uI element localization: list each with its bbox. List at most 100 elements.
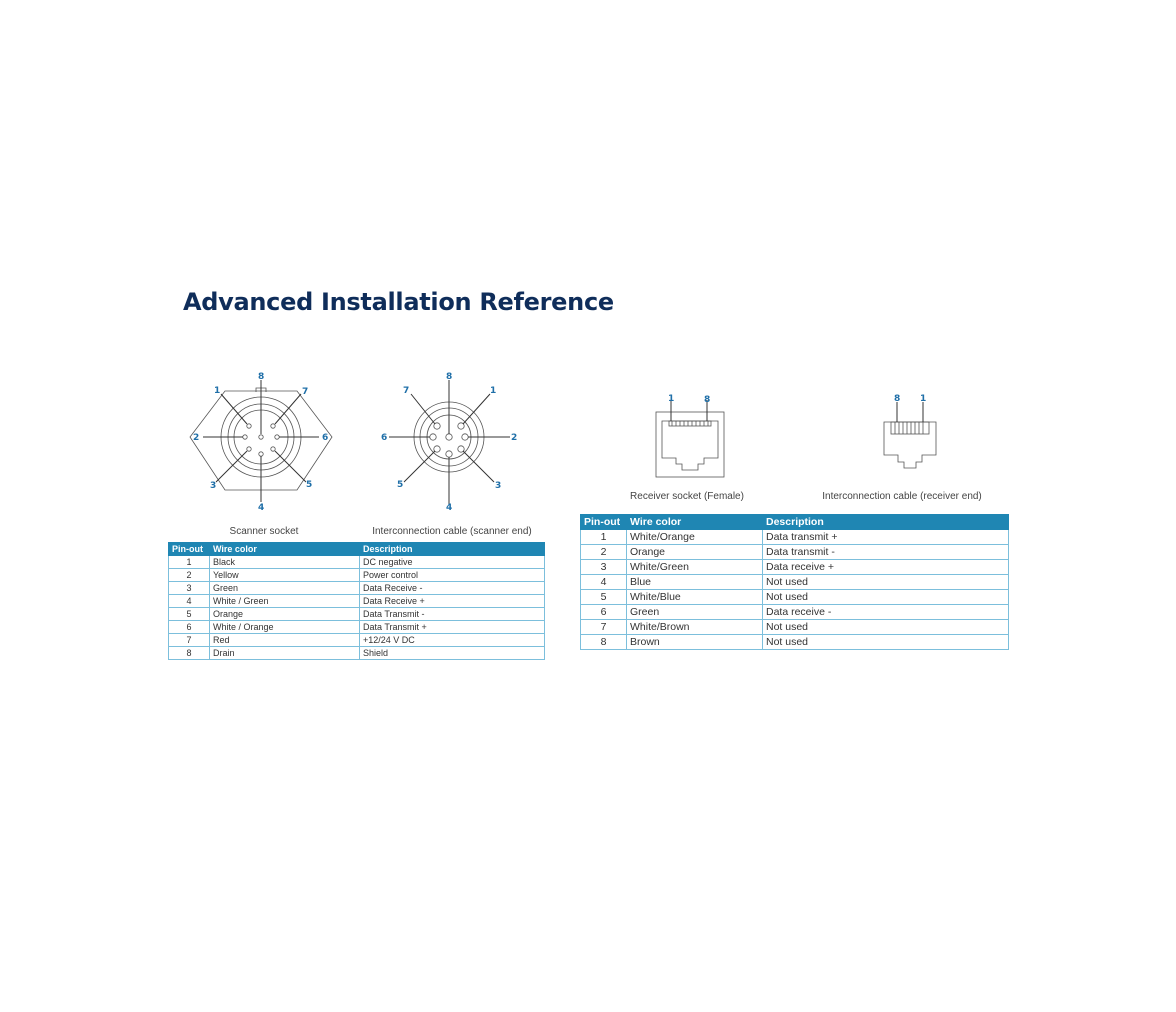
scanner-cable-pin-labels: 8 1 7 2 6 3 5 4 xyxy=(381,372,517,513)
pin-label: 1 xyxy=(920,394,926,404)
scanner-cable-caption: Interconnection cable (scanner end) xyxy=(372,526,532,537)
wire-color-cell: Orange xyxy=(626,544,763,560)
pin-cell: 2 xyxy=(168,568,210,582)
wire-color-cell: White/Orange xyxy=(626,529,763,545)
header-pinout: Pin-out xyxy=(580,514,627,530)
pin-label: 4 xyxy=(258,503,264,513)
receiver-cable-pin-labels: 8 1 xyxy=(894,394,926,404)
hex-outline xyxy=(189,390,333,491)
pin-cell: 1 xyxy=(168,555,210,569)
description-cell: Data Receive + xyxy=(359,594,545,608)
scanner-socket-caption: Scanner socket xyxy=(229,526,299,537)
pin-cell: 3 xyxy=(580,559,627,575)
pin-label: 1 xyxy=(214,386,220,396)
header-description: Description xyxy=(762,514,1009,530)
wire-color-cell: Green xyxy=(626,604,763,620)
pin-label: 1 xyxy=(490,386,496,396)
description-cell: Not used xyxy=(762,574,1009,590)
pin-cell: 3 xyxy=(168,581,210,595)
description-cell: Data transmit + xyxy=(762,529,1009,545)
plug-body xyxy=(883,421,937,469)
description-cell: Data Transmit + xyxy=(359,620,545,634)
scanner-socket-diagram: 8 1 7 2 6 3 5 4 xyxy=(188,370,333,515)
table-header-row: Pin-out Wire color Description xyxy=(168,542,545,556)
description-cell: Not used xyxy=(762,634,1009,650)
receiver-socket-pin-labels: 1 8 xyxy=(668,394,710,405)
header-pinout: Pin-out xyxy=(168,542,210,556)
table-header-row: Pin-out Wire color Description xyxy=(580,514,1009,530)
pin-label: 1 xyxy=(668,394,674,404)
pin-label: 6 xyxy=(381,433,387,443)
pin-label: 8 xyxy=(894,394,900,404)
pin-label: 7 xyxy=(403,386,409,396)
pin-cell: 2 xyxy=(580,544,627,560)
description-cell: Shield xyxy=(359,646,545,660)
pin-cell: 5 xyxy=(168,607,210,621)
receiver-socket-diagram: 1 8 xyxy=(652,388,732,483)
socket-cavity xyxy=(661,420,719,471)
description-cell: Not used xyxy=(762,589,1009,605)
pin-cell: 6 xyxy=(580,604,627,620)
scanner-cable-diagram: 8 1 7 2 6 3 5 4 xyxy=(376,370,521,515)
pin-label: 6 xyxy=(322,433,328,443)
description-cell: DC negative xyxy=(359,555,545,569)
wire-color-cell: Black xyxy=(209,555,360,569)
wire-color-cell: Brown xyxy=(626,634,763,650)
pin-label: 5 xyxy=(306,480,312,490)
pin-cell: 8 xyxy=(580,634,627,650)
description-cell: Data transmit - xyxy=(762,544,1009,560)
receiver-cable-caption: Interconnection cable (receiver end) xyxy=(822,491,982,502)
wire-color-cell: Blue xyxy=(626,574,763,590)
pin-label: 5 xyxy=(397,480,403,490)
wire-color-cell: White / Green xyxy=(209,594,360,608)
pin-label: 7 xyxy=(302,387,308,397)
pin-cell: 6 xyxy=(168,620,210,634)
pin-label: 4 xyxy=(446,503,452,513)
pin-cell: 1 xyxy=(580,529,627,545)
wire-color-cell: White / Orange xyxy=(209,620,360,634)
pin-cell: 7 xyxy=(168,633,210,647)
description-cell: Power control xyxy=(359,568,545,582)
pin-label: 8 xyxy=(446,372,452,382)
wire-color-cell: White/Green xyxy=(626,559,763,575)
description-cell: Data Transmit - xyxy=(359,607,545,621)
description-cell: +12/24 V DC xyxy=(359,633,545,647)
wire-color-cell: Orange xyxy=(209,607,360,621)
header-description: Description xyxy=(359,542,545,556)
scanner-socket-pin-labels: 8 1 7 2 6 3 5 4 xyxy=(193,372,328,513)
wire-color-cell: Drain xyxy=(209,646,360,660)
pin-cell: 7 xyxy=(580,619,627,635)
description-cell: Not used xyxy=(762,619,1009,635)
wire-color-cell: Yellow xyxy=(209,568,360,582)
wire-color-cell: Green xyxy=(209,581,360,595)
pin-label: 8 xyxy=(258,372,264,382)
wire-color-cell: White/Blue xyxy=(626,589,763,605)
description-cell: Data receive + xyxy=(762,559,1009,575)
pin-label: 8 xyxy=(704,395,710,405)
socket-outer xyxy=(655,411,725,478)
pin-cell: 5 xyxy=(580,589,627,605)
page-title: Advanced Installation Reference xyxy=(183,288,614,316)
pin-label: 3 xyxy=(495,481,501,491)
pin-label: 3 xyxy=(210,481,216,491)
pin-cell: 4 xyxy=(168,594,210,608)
receiver-socket-caption: Receiver socket (Female) xyxy=(630,491,744,502)
description-cell: Data Receive - xyxy=(359,581,545,595)
